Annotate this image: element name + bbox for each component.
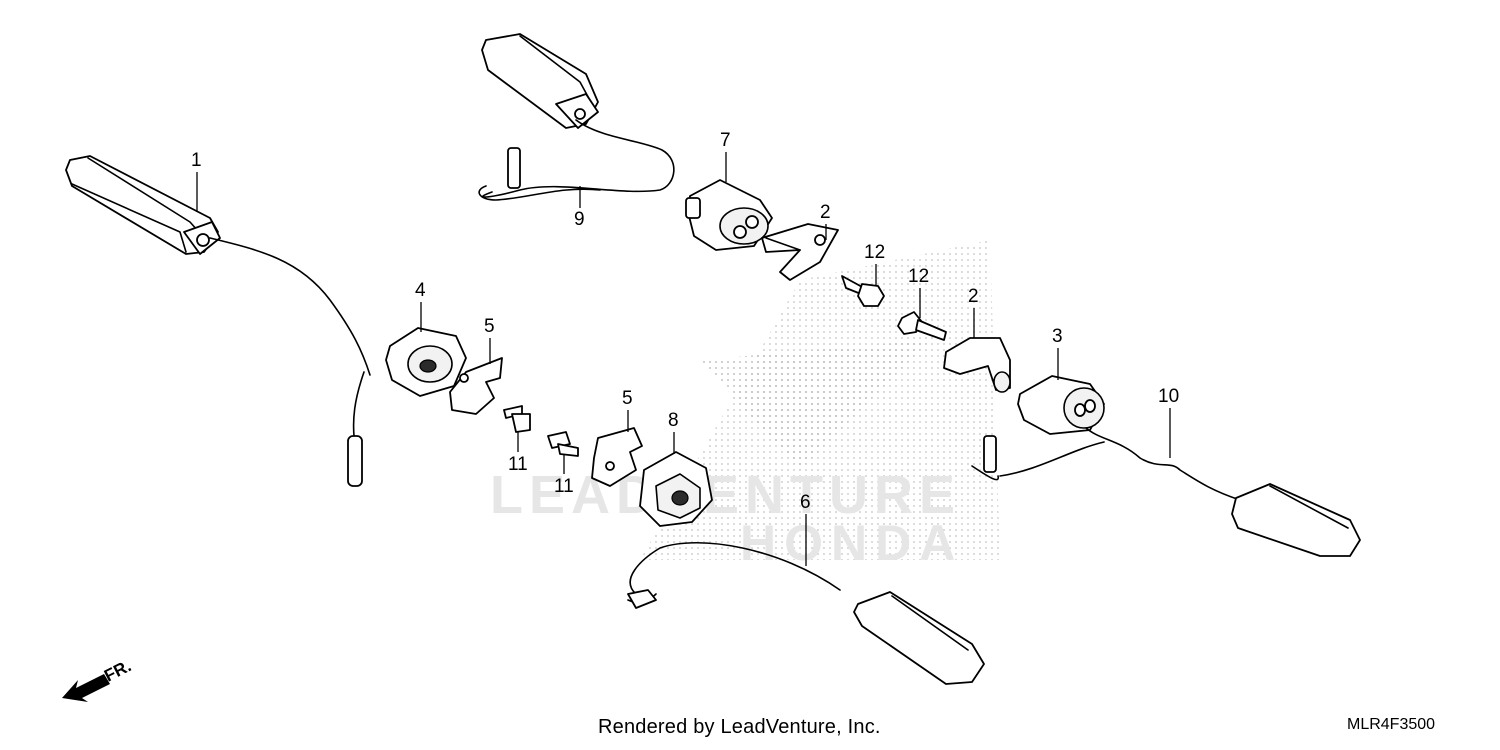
- callout-6: 6: [800, 492, 811, 566]
- callout-label-8: 8: [668, 410, 679, 431]
- callout-5a: 5: [484, 316, 495, 364]
- callout-label-12a: 12: [864, 242, 885, 263]
- callout-label-3: 3: [1052, 326, 1063, 347]
- part-1-turn-signal: [65, 155, 371, 487]
- callout-3: 3: [1052, 326, 1063, 380]
- part-8-grommet: [639, 451, 713, 527]
- part-9-turn-signal: [478, 33, 675, 201]
- callout-5b: 5: [622, 388, 633, 432]
- callout-12a: 12: [864, 242, 885, 286]
- diagram-code: MLR4F3500: [1347, 716, 1436, 733]
- part-2-bracket-lower: [943, 337, 1011, 393]
- part-6-turn-signal: [627, 541, 985, 685]
- callout-label-10: 10: [1158, 386, 1179, 407]
- part-5-plate-left: [449, 357, 503, 415]
- footer-credit: Rendered by LeadVenture, Inc.: [598, 716, 881, 738]
- callout-2b: 2: [968, 286, 979, 338]
- part-10-turn-signal: [971, 427, 1361, 557]
- callout-1: 1: [191, 150, 202, 212]
- callout-label-12b: 12: [908, 266, 929, 287]
- part-12-bolt-left: [841, 275, 885, 307]
- callout-4: 4: [415, 280, 426, 332]
- callout-9: 9: [574, 186, 585, 230]
- callout-label-7: 7: [720, 130, 731, 151]
- watermark-text-honda: HONDA: [740, 515, 963, 571]
- callout-7: 7: [720, 130, 731, 182]
- part-12-bolt-right: [897, 311, 947, 341]
- callout-label-2b: 2: [968, 286, 979, 307]
- part-11-screw-right: [547, 431, 579, 457]
- callout-11a: 11: [508, 432, 528, 475]
- callout-label-11a: 11: [508, 454, 528, 475]
- callout-8: 8: [668, 410, 679, 454]
- part-5-plate-right: [591, 427, 643, 487]
- callout-label-6: 6: [800, 492, 811, 513]
- front-direction-arrow: FR.: [62, 656, 134, 702]
- part-11-screw-left: [503, 405, 531, 433]
- callout-label-4: 4: [415, 280, 426, 301]
- callout-label-5a: 5: [484, 316, 495, 337]
- callout-label-5b: 5: [622, 388, 633, 409]
- part-7-grommet: [685, 179, 773, 251]
- callout-2a: 2: [820, 202, 831, 240]
- callout-12b: 12: [908, 266, 929, 318]
- part-3-grommet: [1017, 375, 1105, 435]
- callout-label-2a: 2: [820, 202, 831, 223]
- callout-label-9: 9: [574, 209, 585, 230]
- callout-11b: 11: [554, 454, 574, 497]
- callout-10: 10: [1158, 386, 1179, 458]
- part-2-bracket-upper: [761, 223, 839, 281]
- watermark: LEADVENTURE HONDA: [490, 240, 1000, 571]
- callout-label-1: 1: [191, 150, 202, 171]
- arrow-left-icon: [62, 674, 110, 702]
- watermark-text-leadventure: LEADVENTURE: [490, 465, 961, 525]
- callout-label-11b: 11: [554, 476, 574, 497]
